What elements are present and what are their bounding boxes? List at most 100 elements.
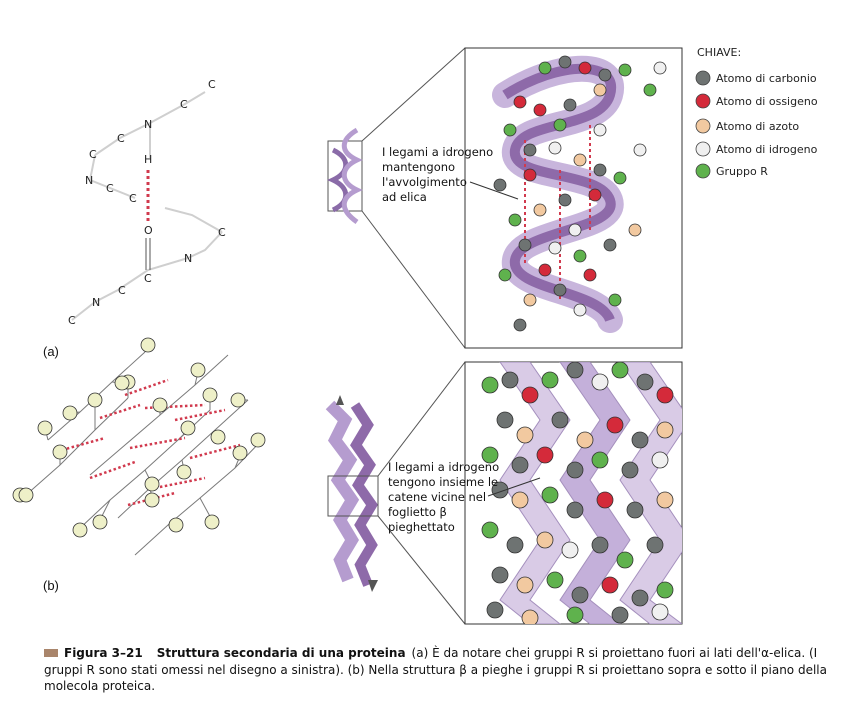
helix-callout-line: mantengono [382, 160, 455, 174]
sheet-atom [541, 371, 559, 389]
side-chain-bead [232, 445, 248, 461]
key-item-label: Atomo di carbonio [716, 72, 817, 85]
figure-title: Struttura secondaria di una proteina [156, 646, 406, 660]
sheet-callout-line: I legami a idrogeno [388, 460, 499, 474]
helix-atom [643, 83, 657, 97]
sheet-atom [516, 576, 534, 594]
sheet-atom [606, 416, 624, 434]
sheet-atom [536, 446, 554, 464]
key-item-label: Atomo di idrogeno [716, 143, 818, 156]
side-chain-bead [87, 392, 103, 408]
helix-atom [538, 61, 552, 75]
sheet-atom [491, 481, 509, 499]
sheet-atom [481, 521, 499, 539]
nitrogen-key-dot [695, 118, 711, 134]
helix-atom [583, 268, 597, 282]
helix-callout-line: l'avvolgimento [382, 175, 467, 189]
backbone-atom: C [208, 78, 216, 91]
sheet-atom [646, 536, 664, 554]
side-chain-bead [204, 514, 220, 530]
helix-callout-line: ad elica [382, 190, 427, 204]
helix-atom [513, 318, 527, 332]
helix-atom [593, 123, 607, 137]
sheet-atom [546, 571, 564, 589]
side-chain-bead [18, 487, 34, 503]
hydrogen-key-dot [695, 141, 711, 157]
backbone-atom: C [68, 314, 76, 327]
panel-a-label: (a) [43, 344, 59, 359]
side-chain-bead [230, 392, 246, 408]
sheet-atom [616, 551, 634, 569]
sheet-callout-line: catene vicine nel [388, 490, 486, 504]
sheet-atom [636, 373, 654, 391]
sheet-atom [491, 566, 509, 584]
figure-canvas: C C N C C H N C C O C N C C N C (a) [12, 46, 818, 625]
side-chain-bead [114, 375, 130, 391]
sheet-atom [591, 373, 609, 391]
helix-atom [523, 293, 537, 307]
sheet-atom [626, 501, 644, 519]
helix-atom [573, 303, 587, 317]
helix-atom [608, 293, 622, 307]
sheet-atom [506, 536, 524, 554]
sheet-atom [656, 421, 674, 439]
helix-atom [498, 268, 512, 282]
key-item-label: Gruppo R [716, 165, 768, 178]
helix-atom [633, 143, 647, 157]
backbone-atom: N [92, 296, 100, 309]
helix-atom [573, 153, 587, 167]
sheet-atom [571, 586, 589, 604]
side-chain-bead [144, 492, 160, 508]
sheet-atom [511, 491, 529, 509]
backbone-atom: C [106, 182, 114, 195]
side-chain-bead [140, 337, 156, 353]
carbon-key-dot [695, 70, 711, 86]
helix-atom [563, 98, 577, 112]
sheet-atom [536, 531, 554, 549]
helix-atom [553, 118, 567, 132]
backbone-atom: C [89, 148, 97, 161]
helix-atom [553, 283, 567, 297]
alpha-helix-detail [464, 47, 683, 349]
side-chain-bead [176, 464, 192, 480]
helix-ribbon-icon [327, 127, 363, 225]
backbone-atom: O [144, 224, 153, 237]
side-chain-bead [152, 397, 168, 413]
sheet-callout-line: tengono insieme le [388, 475, 498, 489]
sheet-atom [496, 411, 514, 429]
helix-atom [578, 61, 592, 75]
helix-atom [548, 241, 562, 255]
sheet-atom [611, 606, 629, 624]
sheet-atom [566, 362, 584, 379]
helix-atom [523, 143, 537, 157]
caption-text: (a) È da notare chei gruppi R si proiett… [44, 646, 827, 693]
sheet-atom [521, 609, 539, 624]
sheet-atom [621, 461, 639, 479]
caption-swatch [44, 648, 58, 657]
sheet-atom [566, 461, 584, 479]
sheet-atom [651, 451, 669, 469]
sheet-atom [596, 491, 614, 509]
helix-atom [628, 223, 642, 237]
side-chain-bead [92, 514, 108, 530]
backbone-atom: C [117, 132, 125, 145]
helix-atom [558, 193, 572, 207]
helix-atom [598, 68, 612, 82]
sheet-atom [576, 431, 594, 449]
sheet-atom [601, 576, 619, 594]
backbone-atom: C [129, 192, 137, 205]
helix-backbone-diagram: C C N C C H N C C O C N C C N C [68, 78, 226, 327]
sheet-atom [651, 603, 669, 621]
sheet-atom [656, 386, 674, 404]
sheet-atom [481, 446, 499, 464]
backbone-atom: C [180, 98, 188, 111]
helix-atom [558, 55, 572, 69]
backbone-atom: C [118, 284, 126, 297]
helix-atom-group [493, 55, 667, 332]
sheet-atom [516, 426, 534, 444]
sheet-atom [521, 386, 539, 404]
key-item-label: Atomo di ossigeno [716, 95, 818, 108]
sheet-atom [551, 411, 569, 429]
key-item-label: Atomo di azoto [716, 120, 799, 133]
